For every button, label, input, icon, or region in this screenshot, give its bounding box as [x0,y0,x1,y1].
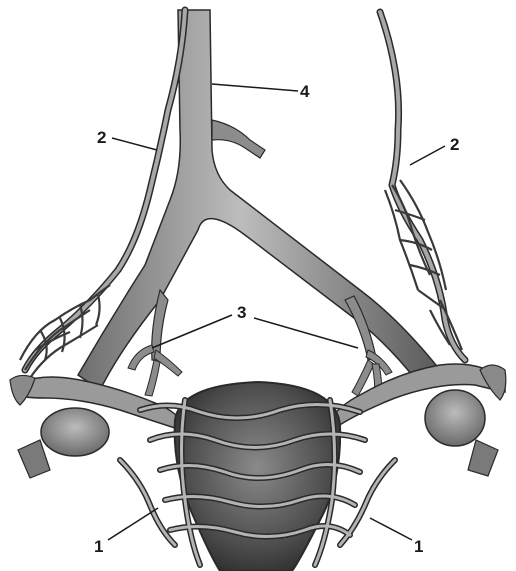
leader-2-left [112,138,157,150]
label-3: 3 [237,303,246,322]
label-1-left: 1 [94,537,103,556]
ovary-left [41,408,109,456]
label-1-right: 1 [414,537,423,556]
ovary-right [425,390,485,446]
leader-4 [212,84,298,91]
label-2-left: 2 [97,128,106,147]
leader-1-right [370,518,412,540]
leader-3-right [254,318,358,348]
label-4: 4 [300,82,310,101]
label-2-right: 2 [450,135,459,154]
leader-1-left [108,508,158,540]
leader-2-right [410,146,445,165]
aorta [78,10,440,390]
